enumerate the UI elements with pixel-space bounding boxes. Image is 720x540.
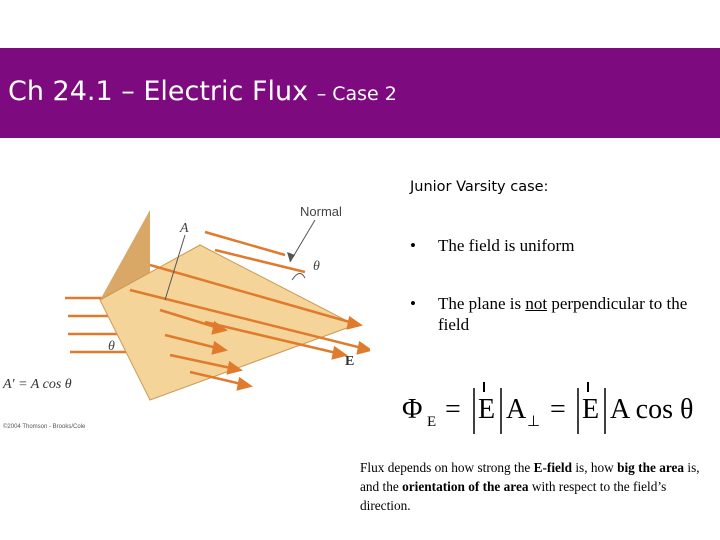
bullet-dot: • xyxy=(410,236,416,255)
label-normal: Normal xyxy=(300,204,342,219)
bullet-underline-word: not xyxy=(525,294,548,313)
bullet-text-part: perpendicular to the field xyxy=(438,294,688,334)
note-text: Flux depends on how strong the xyxy=(360,460,534,475)
bullet-text-part: The field is uniform xyxy=(438,236,575,255)
label-a-prime: A′ = A cos θ xyxy=(2,377,72,392)
normal-arrowhead xyxy=(287,252,295,262)
flux-note: Flux depends on how strong the E-field i… xyxy=(360,458,705,515)
note-bold: E-field xyxy=(533,460,573,475)
flux-formula: Φ E = E A ⊥ = E A cos θ xyxy=(402,382,693,434)
formula-theta: θ xyxy=(680,394,693,425)
slide-title: Ch 24.1 – Electric Flux – Case 2 xyxy=(8,78,397,105)
label-theta-plane: θ xyxy=(108,339,115,354)
note-text: with respect to the field’s direction. xyxy=(360,479,667,513)
angle-arc xyxy=(291,273,306,281)
formula-perp: ⊥ xyxy=(527,414,540,430)
bullet-text: The field is uniform xyxy=(438,235,708,256)
formula-equals-1: = xyxy=(445,394,461,425)
formula-a: A xyxy=(506,394,527,425)
note-bold: big the area xyxy=(617,460,685,475)
formula-equals-2: = xyxy=(550,394,566,425)
label-theta-normal: θ xyxy=(313,259,320,274)
bullet-dot: • xyxy=(410,294,416,313)
label-area: A xyxy=(179,221,189,236)
title-main: Ch 24.1 – Electric Flux xyxy=(8,76,309,107)
bullet-text-part: The plane is xyxy=(438,294,526,313)
formula-e-2: E xyxy=(582,394,599,425)
label-e-field: E xyxy=(345,354,354,369)
note-text: is, how xyxy=(572,460,618,475)
flux-figure: Normal A θ θ E A′ = A cos θ ©2004 Thomso… xyxy=(0,195,370,435)
formula-a-cos: A cos xyxy=(610,394,673,425)
field-arrows-front xyxy=(129,263,370,391)
formula-e-1: E xyxy=(478,394,495,425)
area-pointer-line xyxy=(164,234,186,301)
figure-copyright: ©2004 Thomson - Brooks/Cole xyxy=(3,423,86,430)
note-text: is, and the xyxy=(360,460,700,494)
case-subtitle: Junior Varsity case: xyxy=(410,179,549,195)
formula-sub-e: E xyxy=(427,414,436,430)
note-bold: orientation of the area xyxy=(402,479,529,494)
title-case: – Case 2 xyxy=(316,83,397,105)
title-bar xyxy=(0,48,720,138)
bullet-text: The plane is not perpendicular to the fi… xyxy=(438,293,708,335)
formula-phi: Φ xyxy=(402,394,422,425)
